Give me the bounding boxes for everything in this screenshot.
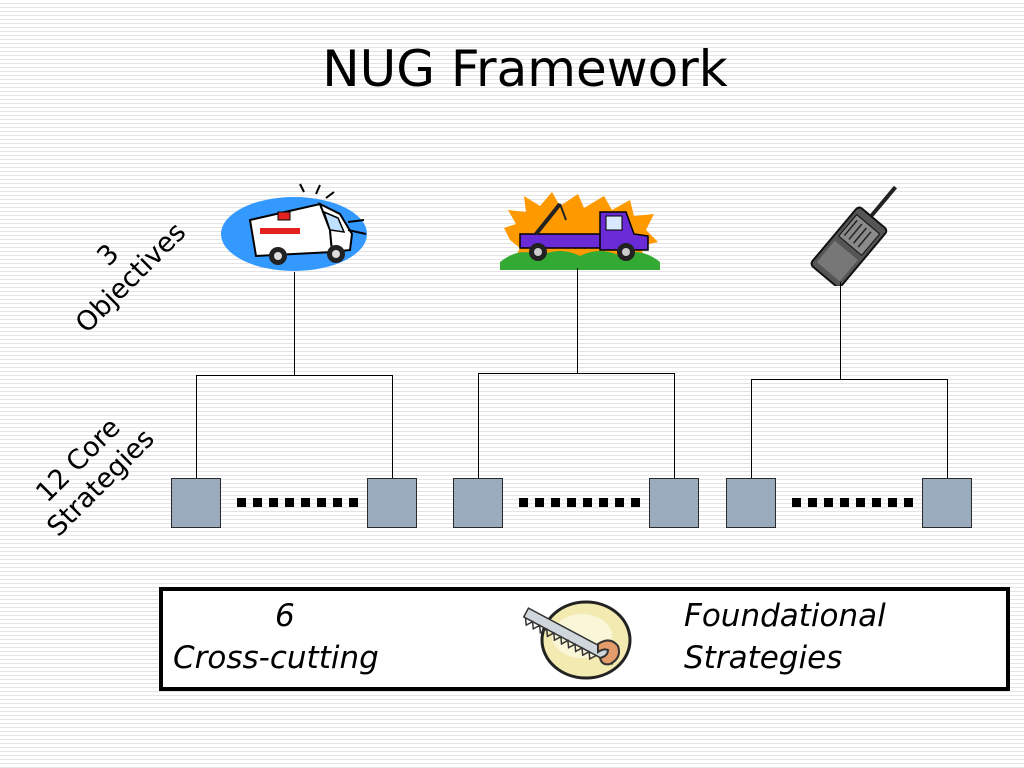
cross-cutting-count: 6 (275, 598, 295, 634)
connector-line (840, 282, 841, 380)
core-strategies-label: 12 Core Strategies (11, 393, 169, 551)
hacksaw-icon (518, 596, 633, 684)
connector-line (577, 268, 578, 374)
strategy-box (726, 478, 776, 528)
connector-line (751, 379, 752, 479)
tow-truck-icon (500, 190, 660, 270)
objectives-label: 3 Objectives (37, 184, 202, 349)
connector-line (196, 375, 197, 479)
cross-cutting-label: Cross-cutting (173, 640, 379, 676)
connector-line (478, 373, 479, 479)
slide-title: NUG Framework (322, 40, 728, 98)
ellipsis-dots (792, 498, 913, 507)
strategy-box (171, 478, 221, 528)
foundational-label: Foundational (684, 598, 886, 634)
strategy-box (453, 478, 503, 528)
ellipsis-dots (237, 498, 358, 507)
strategy-box (922, 478, 972, 528)
ellipsis-dots (519, 498, 640, 507)
connector-line (196, 375, 393, 376)
ambulance-icon (220, 182, 370, 272)
connector-line (947, 379, 948, 479)
strategy-box (367, 478, 417, 528)
connector-line (674, 373, 675, 479)
connector-line (751, 379, 948, 380)
strategy-box (649, 478, 699, 528)
strategies-label: Strategies (684, 640, 843, 676)
walkie-talkie-icon (782, 178, 902, 288)
connector-line (294, 272, 295, 376)
connector-line (392, 375, 393, 479)
connector-line (478, 373, 675, 374)
